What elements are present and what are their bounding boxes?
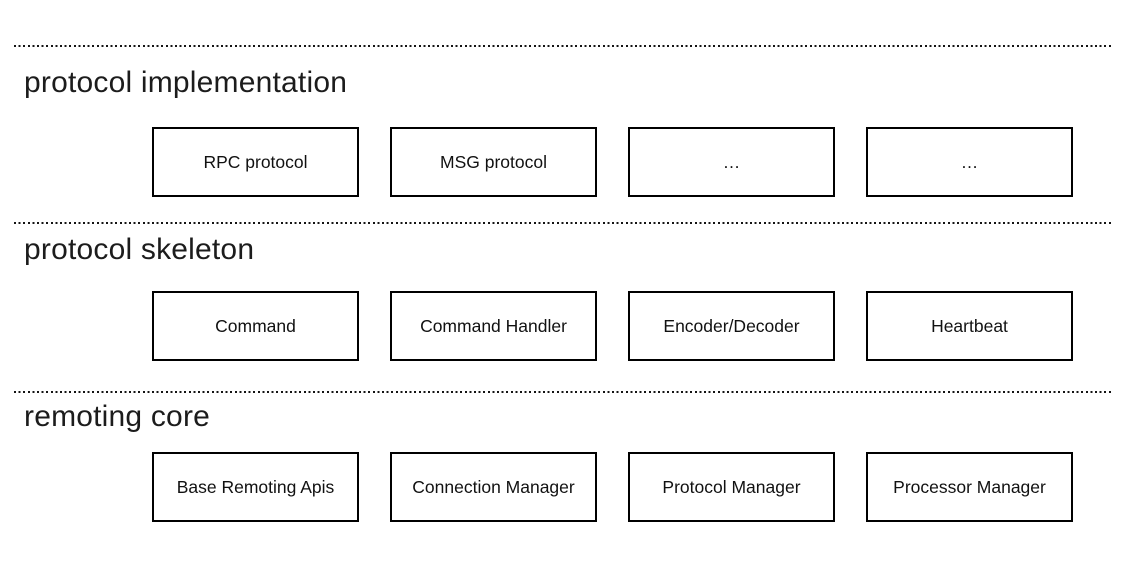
box-protocol-manager: Protocol Manager <box>628 452 835 522</box>
box-command-handler: Command Handler <box>390 291 597 361</box>
box-heartbeat: Heartbeat <box>866 291 1073 361</box>
dotted-divider-middle <box>14 222 1112 224</box>
box-ellipsis-1: … <box>628 127 835 197</box>
box-encoder-decoder: Encoder/Decoder <box>628 291 835 361</box>
layer-title-remoting-core: remoting core <box>24 400 211 433</box>
dotted-divider-bottom <box>14 391 1112 393</box>
box-command: Command <box>152 291 359 361</box>
box-row-remoting-core: Base Remoting Apis Connection Manager Pr… <box>152 452 1073 522</box>
layer-title-protocol-skeleton: protocol skeleton <box>24 233 255 266</box>
box-rpc-protocol: RPC protocol <box>152 127 359 197</box>
box-ellipsis-2: … <box>866 127 1073 197</box>
box-msg-protocol: MSG protocol <box>390 127 597 197</box>
layer-title-protocol-implementation: protocol implementation <box>24 66 348 99</box>
box-row-protocol-implementation: RPC protocol MSG protocol … … <box>152 127 1073 197</box>
box-row-protocol-skeleton: Command Command Handler Encoder/Decoder … <box>152 291 1073 361</box>
box-connection-manager: Connection Manager <box>390 452 597 522</box>
dotted-divider-top <box>14 45 1112 47</box>
box-base-remoting-apis: Base Remoting Apis <box>152 452 359 522</box>
box-processor-manager: Processor Manager <box>866 452 1073 522</box>
